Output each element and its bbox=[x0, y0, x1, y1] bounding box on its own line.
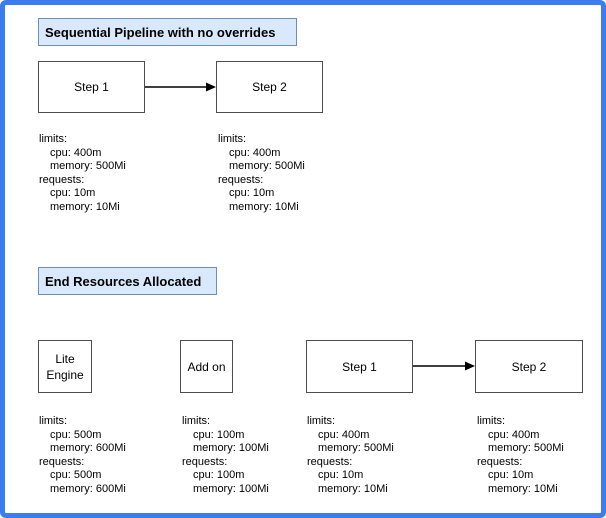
resource-line: cpu: 400m bbox=[229, 146, 281, 159]
resource-line: limits: bbox=[39, 415, 68, 427]
resources-lite-engine: limits: cpu: 500m memory: 600Mi requests… bbox=[39, 415, 126, 496]
resource-line: memory: 600Mi bbox=[50, 482, 126, 495]
node-step-2: Step 2 bbox=[216, 61, 323, 113]
node-lite-engine: Lite Engine bbox=[38, 340, 92, 393]
flow-arrow-step1-to-step2-end bbox=[413, 361, 475, 371]
resource-line: limits: bbox=[218, 133, 247, 145]
resource-line: memory: 10Mi bbox=[488, 482, 558, 495]
resources-step-2-end: limits: cpu: 400m memory: 500Mi requests… bbox=[477, 415, 564, 496]
section-title-end-resources: End Resources Allocated bbox=[38, 267, 217, 295]
resource-line: requests: bbox=[39, 173, 85, 186]
resource-line: limits: bbox=[477, 415, 506, 427]
node-step-1-end: Step 1 bbox=[306, 340, 413, 393]
resource-line: cpu: 100m bbox=[193, 469, 245, 481]
resource-line: requests: bbox=[477, 455, 523, 468]
resource-line: cpu: 500m bbox=[50, 469, 102, 481]
resource-line: memory: 500Mi bbox=[488, 442, 564, 454]
resources-step-2: limits: cpu: 400m memory: 500Mi requests… bbox=[218, 133, 305, 214]
resource-line: requests: bbox=[307, 455, 353, 468]
resources-step-1-end: limits: cpu: 400m memory: 500Mi requests… bbox=[307, 415, 394, 496]
resource-line: cpu: 100m bbox=[193, 428, 245, 441]
resource-line: limits: bbox=[39, 133, 68, 145]
resource-line: cpu: 10m bbox=[318, 469, 364, 481]
resource-line: memory: 100Mi bbox=[193, 442, 269, 454]
resource-line: memory: 600Mi bbox=[50, 442, 126, 454]
resource-line: memory: 500Mi bbox=[318, 442, 394, 454]
resources-step-1: limits: cpu: 400m memory: 500Mi requests… bbox=[39, 133, 126, 214]
resource-line: cpu: 400m bbox=[318, 428, 370, 441]
section-title-sequential-pipeline: Sequential Pipeline with no overrides bbox=[38, 18, 297, 46]
resources-add-on: limits: cpu: 100m memory: 100Mi requests… bbox=[182, 415, 269, 496]
resource-line: memory: 10Mi bbox=[318, 482, 388, 495]
resource-line: memory: 10Mi bbox=[50, 200, 120, 213]
resource-line: memory: 10Mi bbox=[229, 200, 299, 213]
node-step-1: Step 1 bbox=[38, 61, 145, 113]
resource-line: limits: bbox=[182, 415, 211, 427]
resource-line: cpu: 10m bbox=[229, 187, 275, 199]
resource-line: memory: 500Mi bbox=[229, 160, 305, 172]
resource-line: limits: bbox=[307, 415, 336, 427]
flow-arrow-step1-to-step2 bbox=[145, 82, 216, 92]
resource-line: cpu: 10m bbox=[488, 469, 534, 481]
resource-line: requests: bbox=[182, 455, 228, 468]
resource-line: memory: 100Mi bbox=[193, 482, 269, 495]
node-step-2-end: Step 2 bbox=[475, 340, 583, 393]
resource-line: cpu: 400m bbox=[488, 428, 540, 441]
resource-line: requests: bbox=[218, 173, 264, 186]
resource-line: cpu: 10m bbox=[50, 187, 96, 199]
resource-line: cpu: 500m bbox=[50, 428, 102, 441]
node-add-on: Add on bbox=[180, 340, 233, 393]
resource-line: requests: bbox=[39, 455, 85, 468]
resource-line: cpu: 400m bbox=[50, 146, 102, 159]
resource-line: memory: 500Mi bbox=[50, 160, 126, 172]
